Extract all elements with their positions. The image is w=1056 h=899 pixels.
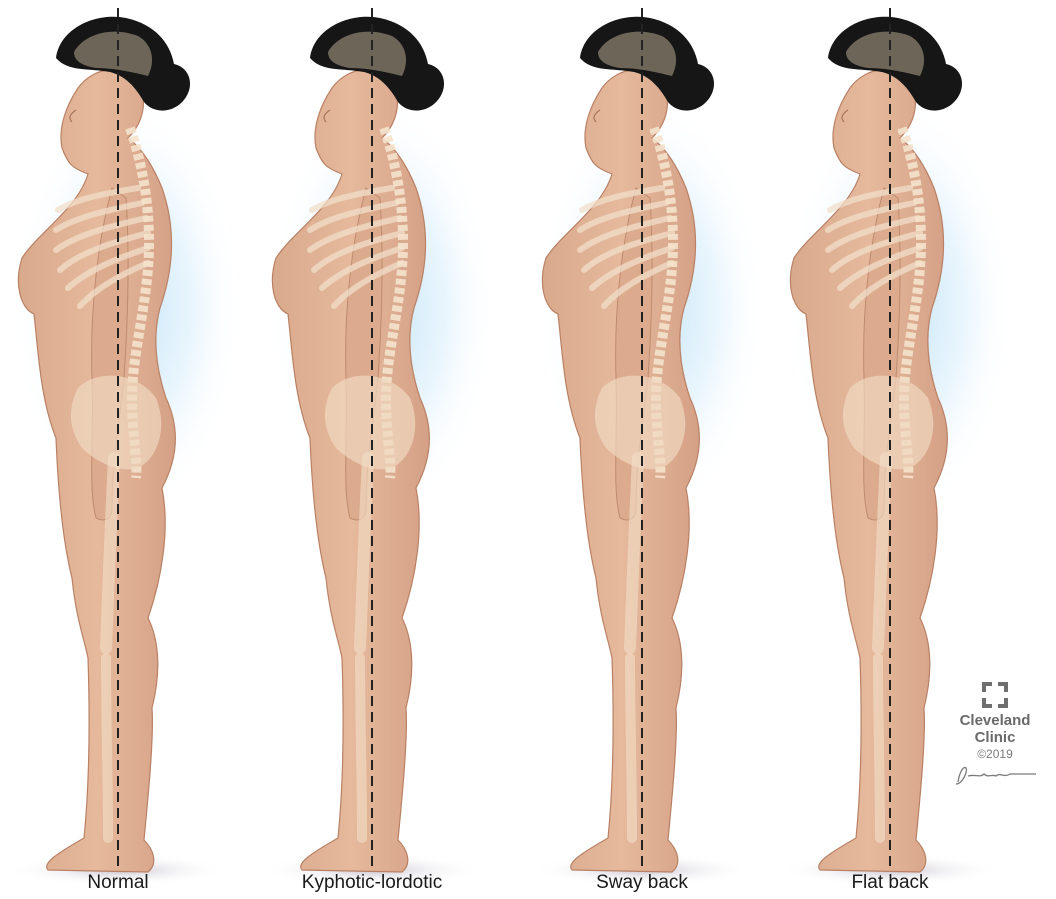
logo-brand-line2: Clinic: [940, 729, 1050, 746]
caption-sway-back: Sway back: [596, 872, 688, 894]
caption-kyphotic-lordotic: Kyphotic-lordotic: [302, 872, 442, 894]
caption-normal: Normal: [87, 872, 148, 894]
logo-copyright: ©2019: [940, 746, 1050, 762]
cleveland-clinic-mark-icon: [982, 682, 1008, 708]
figure-kyphotic-lordotic: [262, 17, 497, 886]
cleveland-clinic-logo: Cleveland Clinic ©2019: [940, 682, 1050, 793]
logo-brand-line1: Cleveland: [940, 712, 1050, 729]
caption-flat-back: Flat back: [851, 872, 928, 894]
figure-normal: [8, 17, 243, 886]
artist-signature: [950, 762, 1040, 788]
figure-sway-back: [532, 17, 767, 886]
